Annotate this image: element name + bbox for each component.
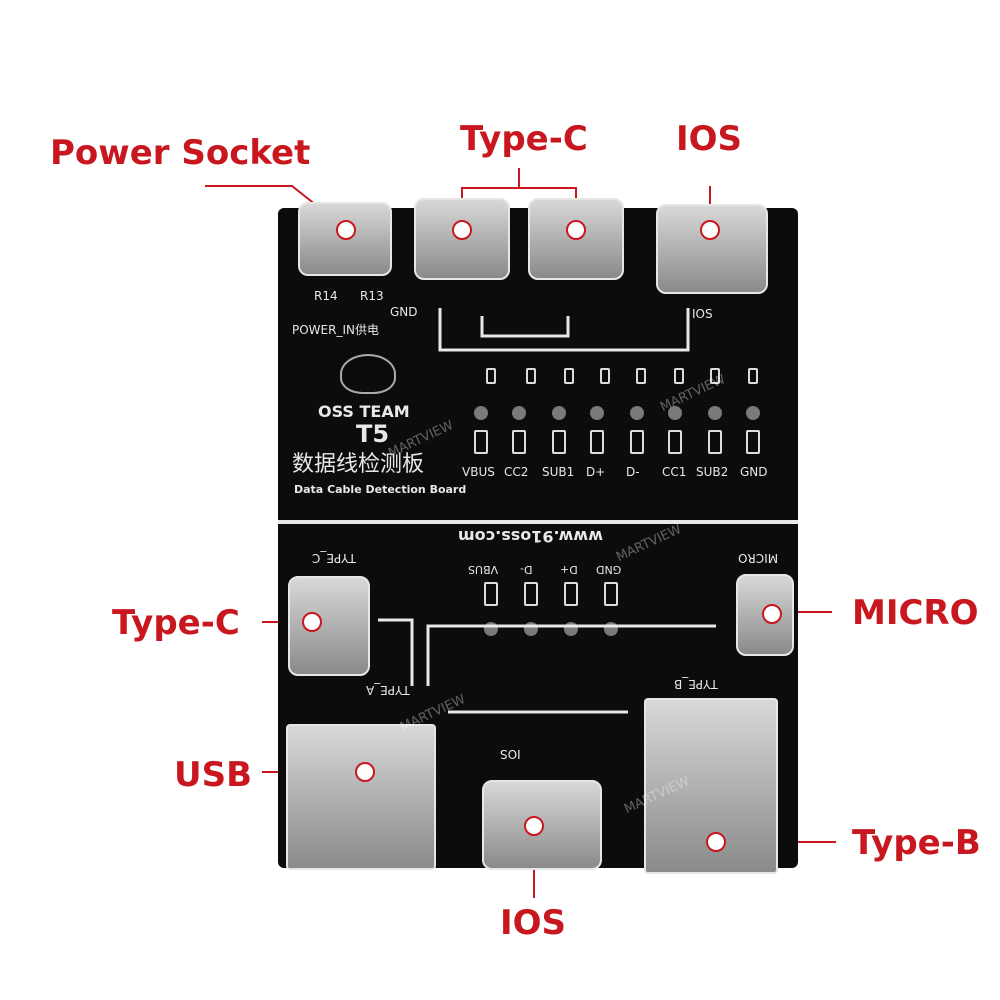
marker-dot-micro xyxy=(762,604,782,624)
resistor xyxy=(600,368,610,384)
marker-dot-type-c-lower xyxy=(302,612,322,632)
micro-silk-label: MICRO xyxy=(738,551,779,565)
resistor xyxy=(710,368,720,384)
callout-ios-top: IOS xyxy=(676,119,743,159)
signal-pad xyxy=(474,430,488,454)
signal-pad xyxy=(484,582,498,606)
type-c-silk-label: TYPE_C xyxy=(312,551,356,565)
signal-pad xyxy=(564,582,578,606)
label-r13: R13 xyxy=(360,289,384,303)
signal-pad xyxy=(552,430,566,454)
lower-signal-gnd: GND xyxy=(596,563,622,576)
signal-label-dplus: D+ xyxy=(586,465,606,479)
signal-label-vbus: VBUS xyxy=(462,465,495,479)
lower-signal-dplus: D+ xyxy=(560,563,578,576)
signal-label-sub1: SUB1 xyxy=(542,465,575,479)
signal-pad xyxy=(630,430,644,454)
led xyxy=(512,406,526,420)
led xyxy=(630,406,644,420)
signal-label-cc2: CC2 xyxy=(504,465,529,479)
signal-pad xyxy=(590,430,604,454)
marker-dot-ios-top xyxy=(700,220,720,240)
board-divider xyxy=(278,520,798,524)
callout-power-socket: Power Socket xyxy=(50,133,311,173)
callout-type-c-top: Type-C xyxy=(460,119,588,159)
board-title-cn: 数据线检测板 xyxy=(292,452,425,477)
led xyxy=(668,406,682,420)
callout-type-c-left: Type-C xyxy=(112,603,240,643)
led xyxy=(708,406,722,420)
signal-label-gnd: GND xyxy=(740,465,768,479)
resistor xyxy=(748,368,758,384)
callout-ios-bottom: IOS xyxy=(500,903,567,943)
connection-arrows-bottom xyxy=(378,618,716,714)
resistor xyxy=(526,368,536,384)
ios-lower-silk-label: IOS xyxy=(500,747,521,761)
url-text: www.91oss.com xyxy=(458,527,603,546)
signal-label-dminus: D- xyxy=(626,465,640,479)
label-ios-top: IOS xyxy=(692,307,713,321)
resistor xyxy=(674,368,684,384)
marker-dot-ios-bottom xyxy=(524,816,544,836)
led xyxy=(474,406,488,420)
signal-pad xyxy=(668,430,682,454)
lower-signal-dminus: D- xyxy=(520,563,533,576)
callout-micro: MICRO xyxy=(852,593,979,633)
board-title-en: Data Cable Detection Board xyxy=(294,483,467,496)
signal-pad xyxy=(512,430,526,454)
signal-pad xyxy=(746,430,760,454)
marker-dot-type-c-1 xyxy=(452,220,472,240)
led xyxy=(590,406,604,420)
marker-dot-usb xyxy=(355,762,375,782)
signal-pad xyxy=(604,582,618,606)
marker-dot-type-b xyxy=(706,832,726,852)
team-name: OSS TEAM xyxy=(318,402,410,421)
led xyxy=(746,406,760,420)
label-power-in: POWER_IN供电 xyxy=(292,323,379,337)
type-c-port-lower xyxy=(288,576,370,676)
type-b-silk-label: TYPE_B xyxy=(674,677,718,691)
ios-port-top xyxy=(656,204,768,294)
connection-arrows-top xyxy=(438,308,690,352)
marker-dot-type-c-2 xyxy=(566,220,586,240)
resistor xyxy=(636,368,646,384)
resistor xyxy=(486,368,496,384)
resistor xyxy=(564,368,574,384)
led xyxy=(552,406,566,420)
lower-signal-vbus: VBUS xyxy=(468,563,499,576)
type-c-port-2 xyxy=(528,198,624,280)
label-r14: R14 xyxy=(314,289,338,303)
type-a-silk-label: TYPE_A xyxy=(366,683,410,697)
signal-pad xyxy=(524,582,538,606)
usb-port xyxy=(286,724,436,870)
callout-type-b: Type-B xyxy=(852,823,981,863)
label-gnd-power: GND xyxy=(390,305,418,319)
model-name: T5 xyxy=(356,420,390,448)
marker-dot-power xyxy=(336,220,356,240)
watermark-3: MARTVIEW xyxy=(614,521,684,566)
callout-usb: USB xyxy=(174,755,253,795)
micro-port xyxy=(736,574,794,656)
pcb-board: R14 R13 GND POWER_IN供电 IOS OSS TEAM T5 数… xyxy=(278,198,798,874)
signal-pad xyxy=(708,430,722,454)
signal-label-cc1: CC1 xyxy=(662,465,687,479)
oss-logo-icon xyxy=(340,354,396,394)
signal-label-sub2: SUB2 xyxy=(696,465,729,479)
